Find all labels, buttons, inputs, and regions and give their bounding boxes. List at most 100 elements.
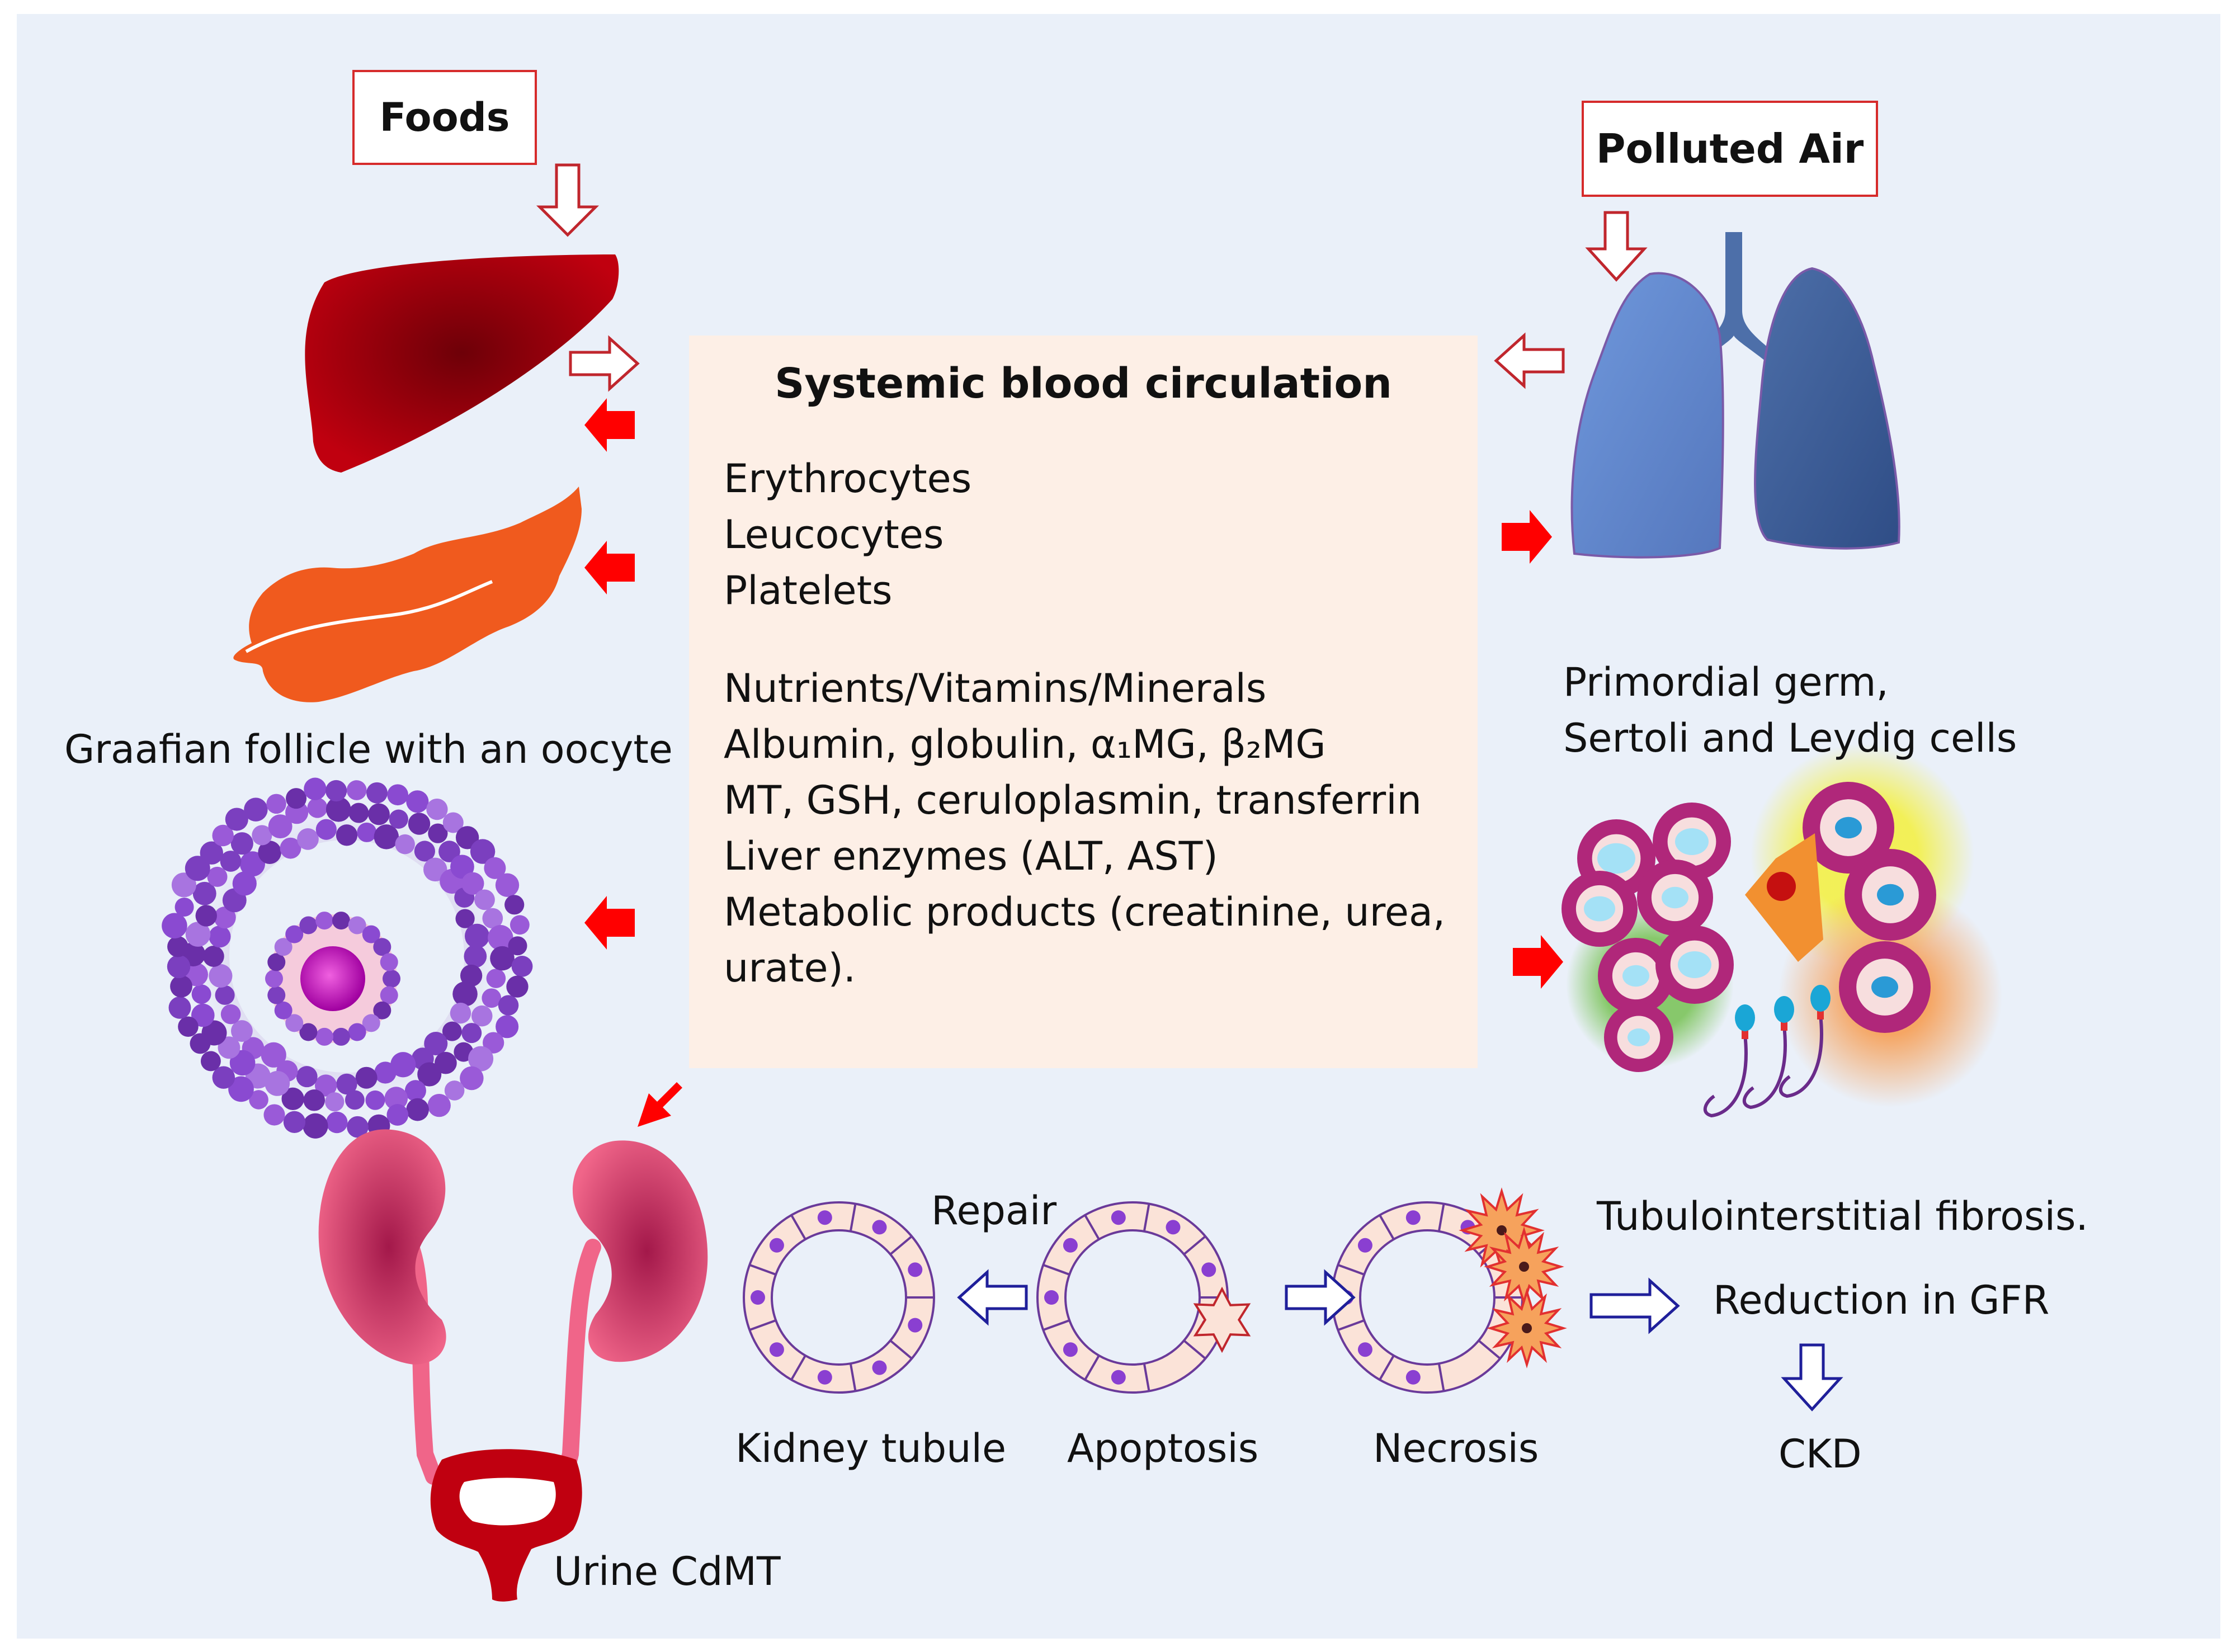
granulosa-cell (386, 1104, 409, 1126)
granulosa-cell (442, 1021, 462, 1041)
sperm-head (1735, 1004, 1755, 1031)
granulosa-cell (244, 797, 268, 822)
cumulus-cell (267, 986, 286, 1004)
arrow-blood-to-liver (584, 398, 635, 452)
cumulus-cell (315, 1027, 334, 1046)
granulosa-cell (336, 824, 358, 846)
cell-nucleus (1357, 1342, 1372, 1357)
constituent-line: Nutrients/Vitamins/Minerals (724, 665, 1267, 711)
germ-cell-nucleus (1835, 816, 1862, 839)
arrow-blood-to-follicle (584, 896, 635, 950)
constituent-line: Albumin, globulin, α₁MG, β₂MG (724, 721, 1326, 767)
cell-border (1042, 1263, 1070, 1276)
arrow-gfr-to-ckd (1781, 1343, 1843, 1412)
cumulus-cell (285, 1014, 304, 1032)
cell-nucleus (1063, 1342, 1078, 1357)
cell-nucleus (1405, 1210, 1421, 1225)
kidney-tubule-label: Kidney tubule (735, 1426, 1007, 1471)
granulosa-cell (482, 908, 503, 929)
granulosa-cell (428, 823, 448, 843)
granulosa-cell (283, 1111, 306, 1134)
germ-cell-nucleus (1584, 896, 1615, 922)
sperm-tail (1742, 1026, 1787, 1110)
arrow-air-to-lung (1585, 211, 1648, 282)
granulosa-cell (348, 803, 369, 823)
cell-border (1143, 1203, 1150, 1232)
cell-border (1183, 1339, 1206, 1360)
granulosa-cell (286, 788, 307, 809)
granulosa-cell (314, 1074, 337, 1097)
granulosa-cell (230, 832, 253, 855)
sperm-cells (1703, 985, 1831, 1118)
cell-border (1084, 1214, 1100, 1240)
granulosa-cell (304, 777, 327, 800)
cell-line-erythrocytes: Erythrocytes (724, 456, 972, 502)
granulosa-cell (281, 1087, 304, 1110)
follicle-label: Graafian follicle with an oocyte (64, 726, 673, 772)
graafian-follicle-illustration (162, 773, 533, 1140)
cell-border (790, 1354, 806, 1381)
granulosa-cell (268, 814, 293, 839)
granulosa-cell (170, 975, 192, 998)
repair-label: Repair (931, 1188, 1057, 1234)
cell-border (1478, 1339, 1501, 1360)
trachea (1681, 232, 1787, 372)
arrow-apoptosis-to-necrosis (1285, 1269, 1356, 1326)
cumulus-cell (299, 1023, 318, 1041)
granulosa-cell (326, 1111, 348, 1134)
granulosa-cell (168, 996, 191, 1019)
cumulus-cell (362, 1014, 380, 1032)
granulosa-cell (484, 857, 506, 879)
ckd-label: CKD (1779, 1431, 1862, 1477)
granulosa-cell (438, 841, 460, 862)
granulosa-cell (471, 1005, 493, 1027)
granulosa-cell (346, 780, 367, 800)
granulosa-cell (406, 790, 429, 813)
apoptosis-tubule-illustration (1036, 1201, 1251, 1394)
germ-cell-nucleus (1871, 976, 1898, 998)
necrosis-tubule-illustration (1331, 1187, 1567, 1394)
germ-cell-nucleus (1877, 884, 1904, 906)
systemic-circulation-box: Systemic blood circulation Erythrocytes … (689, 336, 1478, 1068)
polluted-air-label: Polluted Air (1596, 125, 1864, 172)
granulosa-cell (464, 923, 490, 948)
cumulus-cell (274, 1001, 293, 1019)
sperm-head (1810, 985, 1831, 1012)
granulosa-cell (214, 906, 236, 929)
granulosa-cell (229, 1050, 256, 1076)
cell-border (849, 1203, 857, 1232)
urine-cdmt-label: Urine CdMT (554, 1549, 781, 1594)
cell-nucleus (751, 1290, 765, 1305)
systemic-circulation-title: Systemic blood circulation (775, 360, 1392, 408)
granulosa-cell (190, 1033, 211, 1054)
cell-nucleus (769, 1342, 784, 1357)
granulosa-cell (228, 1076, 254, 1102)
cell-border (749, 1319, 776, 1332)
granulosa-cell (200, 1051, 221, 1072)
testis-cells-illustration (1562, 744, 2002, 1118)
granulosa-cell (468, 1046, 494, 1072)
granulosa-cell (167, 955, 191, 979)
granulosa-cell (511, 956, 533, 977)
granulosa-cell (200, 841, 223, 865)
cell-nucleus (817, 1370, 832, 1385)
granulosa-cell (374, 824, 399, 849)
arrow-blood-to-lung (1502, 510, 1552, 564)
arrow-blood-to-testis (1513, 935, 1563, 989)
granulosa-cell (496, 1015, 519, 1039)
granulosa-cell (427, 1093, 451, 1117)
tubule-lumen (1064, 1229, 1201, 1366)
cumulus-cell (274, 938, 293, 956)
granulosa-cell (303, 1113, 328, 1139)
granulosa-cell (336, 1073, 357, 1095)
cumulus-cell (285, 925, 304, 943)
granulosa-cell (326, 796, 351, 822)
granulosa-cell (389, 809, 408, 829)
granulosa-cell (444, 1080, 465, 1101)
foods-box: Foods (352, 70, 537, 165)
granulosa-cell (265, 1070, 290, 1096)
apoptosis-label: Apoptosis (1067, 1426, 1259, 1471)
ureter-right (556, 1239, 601, 1485)
granulosa-cell (280, 837, 301, 859)
constituent-line: urate). (724, 945, 856, 991)
